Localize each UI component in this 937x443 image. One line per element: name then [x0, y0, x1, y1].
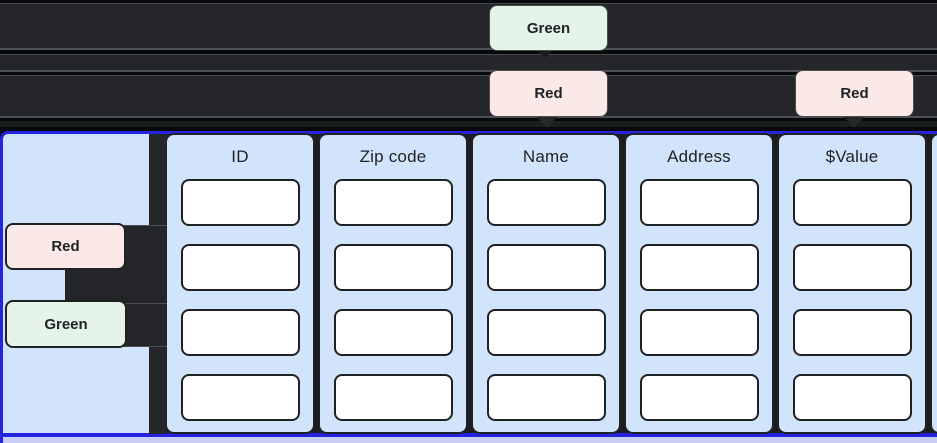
column-partial [930, 133, 937, 434]
table-footer-strip [3, 437, 937, 443]
table-cell [792, 179, 912, 226]
badge-green-row: Green [489, 5, 608, 51]
table-cell [486, 244, 606, 291]
table-cell [333, 374, 453, 421]
table-bottom-border [0, 433, 937, 437]
green-badge-pointer [537, 50, 553, 58]
table-cell [486, 374, 606, 421]
red-badge-pointer-name [536, 116, 558, 128]
table-cell [486, 309, 606, 356]
table-cell [180, 244, 300, 291]
column-header: Zip code [359, 147, 427, 166]
table-cell [486, 179, 606, 226]
table-cell [333, 244, 453, 291]
red-badge-pointer-value [843, 116, 865, 128]
data-row-bar-1 [0, 3, 937, 50]
table-cell [792, 374, 912, 421]
column-header: ID [231, 147, 249, 166]
row-stub-connector [65, 267, 167, 304]
column-header: Name [522, 147, 570, 166]
column-header: Address [667, 147, 731, 166]
table-cell [792, 244, 912, 291]
table-cell [639, 244, 759, 291]
table-cell [792, 309, 912, 356]
table-cell [180, 309, 300, 356]
data-row-bar-2 [0, 75, 937, 118]
table-cell [180, 374, 300, 421]
column-zip-code: Zip code [318, 133, 468, 434]
column-value: $Value [777, 133, 927, 434]
table-cell [639, 374, 759, 421]
row-accent-band [0, 121, 937, 127]
column-id: ID [165, 133, 315, 434]
badge-red-row-left: Red [5, 223, 126, 270]
badge-red-column-value: Red [795, 70, 914, 117]
table-cell [333, 309, 453, 356]
table-cell [333, 179, 453, 226]
badge-green-row-left: Green [5, 300, 127, 348]
column-header: $Value [825, 147, 879, 166]
badge-red-column-name: Red [489, 70, 608, 117]
column-name: Name [471, 133, 621, 434]
column-address: Address [624, 133, 774, 434]
data-row-bar-thin [0, 54, 937, 72]
table-cell [639, 179, 759, 226]
table-cell [639, 309, 759, 356]
table-cell [180, 179, 300, 226]
